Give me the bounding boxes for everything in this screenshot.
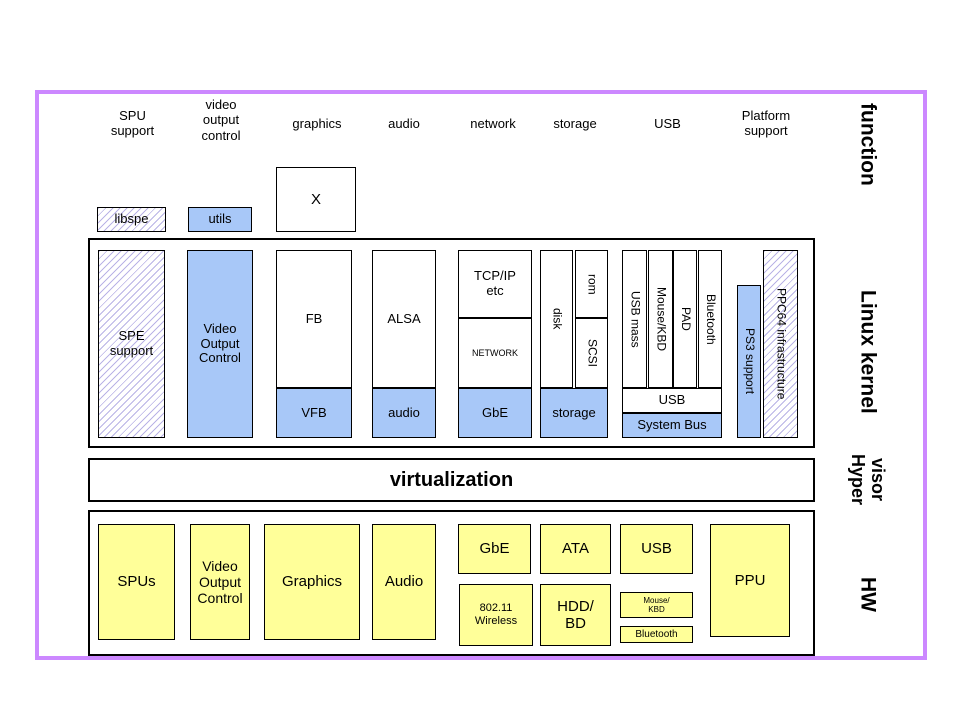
hw-spus-box: SPUs [98, 524, 175, 640]
kernel-pad-box: PAD [673, 250, 697, 388]
kernel-ppc64-infrastructure-box: PPC64 infrastructure [763, 250, 798, 438]
x-server-box: X [276, 167, 356, 232]
side-label-linux-kernel: Linux kernel [856, 290, 880, 414]
kernel-video-output-control-box: Video Output Control [187, 250, 253, 438]
kernel-audio-box: audio [372, 388, 436, 438]
kernel-usb-mass-box: USB mass [622, 250, 647, 388]
kernel-storage-box: storage [540, 388, 608, 438]
kernel-network-box: NETWORK [458, 318, 532, 388]
hw-mouse-kbd-box: Mouse/ KBD [620, 592, 693, 618]
header-usb: USB [654, 116, 681, 131]
outer-frame [35, 90, 927, 660]
kernel-spe-support-box: SPE support [98, 250, 165, 438]
header-network: network [470, 116, 516, 131]
kernel-scsi-box: SCSI [575, 318, 608, 388]
header-storage: storage [553, 116, 597, 131]
hw-hdd-bd-box: HDD/ BD [540, 584, 611, 646]
hw-bluetooth-box: Bluetooth [620, 626, 693, 643]
hw-ppu-box: PPU [710, 524, 790, 637]
kernel-fb-box: FB [276, 250, 352, 388]
kernel-alsa-box: ALSA [372, 250, 436, 388]
kernel-vfb-box: VFB [276, 388, 352, 438]
virtualization-box: virtualization [88, 458, 815, 502]
header-spu-support: SPU support [110, 108, 155, 139]
libspe-box: libspe [97, 207, 166, 232]
header-platform-support: Platform support [741, 108, 791, 139]
side-label-hw: HW [856, 576, 880, 612]
hw-ata-box: ATA [540, 524, 611, 574]
hw-wireless-box: 802.11 Wireless [459, 584, 533, 646]
kernel-mouse-kbd-box: Mouse/KBD [648, 250, 673, 388]
hw-graphics-box: Graphics [264, 524, 360, 640]
kernel-tcpip-box: TCP/IP etc [458, 250, 532, 318]
utils-box: utils [188, 207, 252, 232]
kernel-ps3-support-box: PS3 support [737, 285, 761, 438]
header-audio: audio [388, 116, 420, 131]
kernel-bluetooth-box: Bluetooth [698, 250, 722, 388]
header-video-output-control: video output control [201, 97, 241, 143]
kernel-disk-box: disk [540, 250, 573, 388]
kernel-rom-box: rom [575, 250, 608, 318]
hw-gbe-box: GbE [458, 524, 531, 574]
header-graphics: graphics [292, 116, 342, 131]
side-label-function: function [856, 102, 880, 186]
kernel-usb-box: USB [622, 388, 722, 413]
hw-video-output-control-box: Video Output Control [190, 524, 250, 640]
kernel-system-bus-box: System Bus [622, 413, 722, 438]
hw-usb-box: USB [620, 524, 693, 574]
hw-audio-box: Audio [372, 524, 436, 640]
kernel-gbe-box: GbE [458, 388, 532, 438]
side-label-hypervisor: Hyper visor [848, 454, 888, 506]
